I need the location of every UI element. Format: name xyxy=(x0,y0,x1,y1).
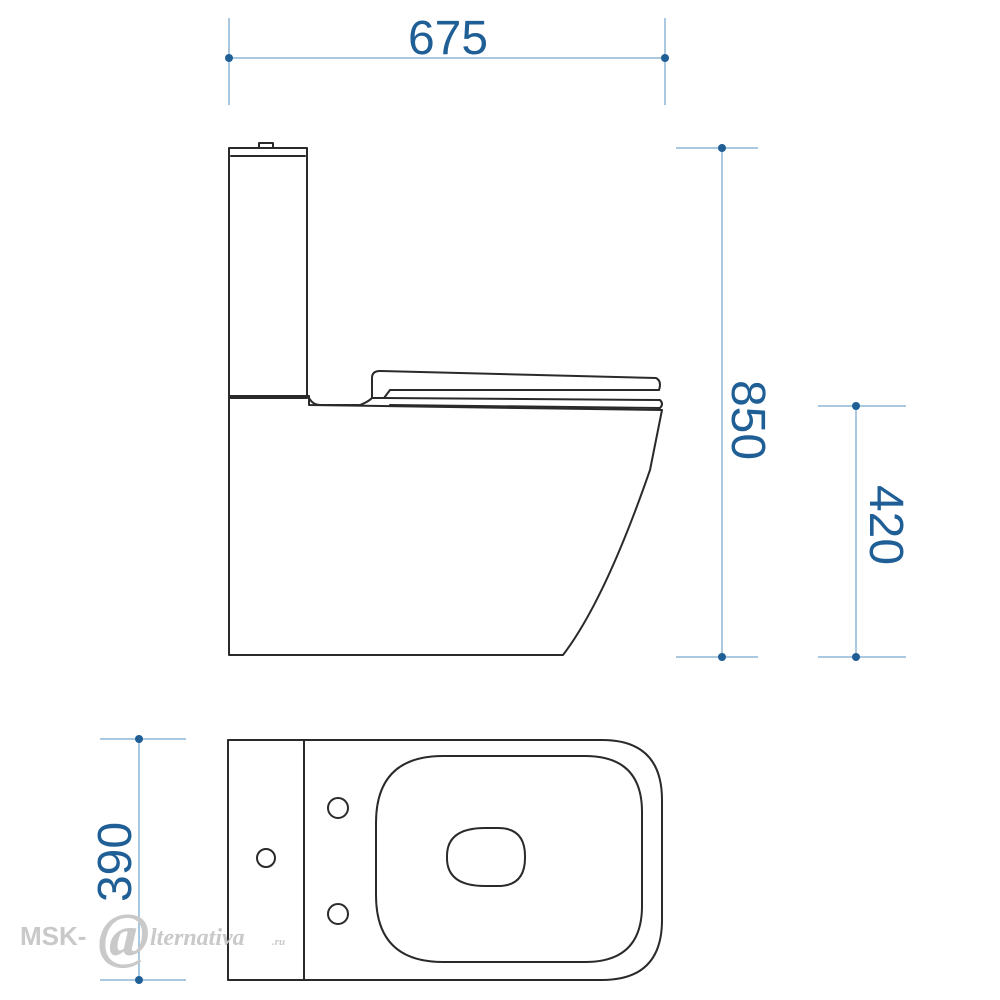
watermark-name: lternativa xyxy=(150,925,245,951)
dim-marker xyxy=(718,653,726,661)
dimension-height: 850 xyxy=(676,144,774,661)
side-view xyxy=(228,142,663,656)
seat-side xyxy=(371,370,661,399)
flush-button-side xyxy=(258,142,274,149)
dim-marker xyxy=(135,976,143,984)
dim-marker xyxy=(852,402,860,410)
dimension-depth: 390 xyxy=(89,735,186,984)
top-view xyxy=(227,739,663,981)
dimension-label-bowl-height: 420 xyxy=(859,485,912,565)
watermark-prefix: MSK- xyxy=(20,921,86,951)
dim-marker xyxy=(135,735,143,743)
mounting-hole-bottom xyxy=(327,903,349,925)
cistern-side xyxy=(228,147,308,399)
dimension-bowl-height: 420 xyxy=(818,402,912,661)
dimension-label-depth: 390 xyxy=(89,822,142,902)
drain-opening-top xyxy=(446,827,526,887)
dim-marker xyxy=(661,54,669,62)
dimension-label-height: 850 xyxy=(721,380,774,460)
bowl-side xyxy=(228,395,663,656)
dim-marker xyxy=(852,653,860,661)
watermark-at-symbol: @ xyxy=(98,902,150,970)
dimension-width: 675 xyxy=(225,12,669,105)
toilet-top-outline xyxy=(227,739,663,981)
dim-marker xyxy=(718,144,726,152)
watermark-logo: MSK- @ lternativa .ru xyxy=(20,902,285,970)
watermark-suffix: .ru xyxy=(272,936,285,948)
dim-marker xyxy=(225,54,233,62)
bowl-rim-top xyxy=(375,755,643,963)
mounting-hole-top xyxy=(327,797,349,819)
seat-hinge xyxy=(308,397,373,406)
dimension-label-width: 675 xyxy=(408,12,488,65)
flush-button-top xyxy=(256,848,276,868)
seat-cover-side xyxy=(383,397,663,409)
